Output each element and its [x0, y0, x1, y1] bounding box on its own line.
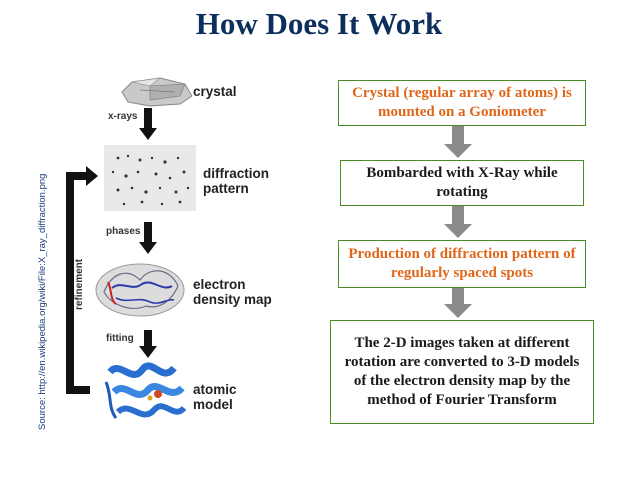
flow-box-text: Production of diffraction pattern of reg…: [348, 246, 576, 281]
figure-arrows: [139, 108, 157, 358]
flow-box-bombarded: Bombarded with X-Ray while rotating: [340, 160, 584, 206]
arrow-down-icon: [139, 108, 157, 140]
crystal-image: [121, 77, 193, 107]
stage-label-atomic-model: atomic model: [193, 382, 237, 412]
flow-box-diffraction: Production of diffraction pattern of reg…: [338, 240, 586, 288]
flow-box-text: Crystal (regular array of atoms) is moun…: [352, 85, 572, 120]
arrow-down-icon: [444, 126, 472, 158]
flow-box-fourier: The 2-D images taken at different rotati…: [330, 320, 594, 424]
step-label-fitting: fitting: [106, 333, 134, 344]
arrow-down-icon: [139, 330, 157, 358]
arrow-down-icon: [444, 206, 472, 238]
refinement-loop-arrow: [66, 166, 98, 394]
atomic-model-image: [104, 362, 187, 419]
diffraction-pattern-image: [104, 145, 196, 211]
arrow-down-icon: [139, 222, 157, 254]
electron-density-map-image: [95, 263, 185, 317]
refinement-label: refinement: [74, 258, 85, 310]
stage-label-diffraction: diffraction pattern: [203, 166, 269, 196]
step-label-x-rays: x-rays: [108, 111, 138, 122]
flow-box-text: Bombarded with X-Ray while rotating: [366, 165, 558, 200]
arrow-down-icon: [444, 288, 472, 318]
flow-box-text: The 2-D images taken at different rotati…: [344, 335, 580, 408]
flow-box-crystal: Crystal (regular array of atoms) is moun…: [338, 80, 586, 126]
step-label-phases: phases: [106, 226, 141, 237]
flow-arrows: [444, 126, 472, 318]
stage-label-electron-density: electron density map: [193, 277, 272, 307]
stage-label-crystal: crystal: [193, 84, 237, 99]
page-title: How Does It Work: [195, 6, 443, 41]
